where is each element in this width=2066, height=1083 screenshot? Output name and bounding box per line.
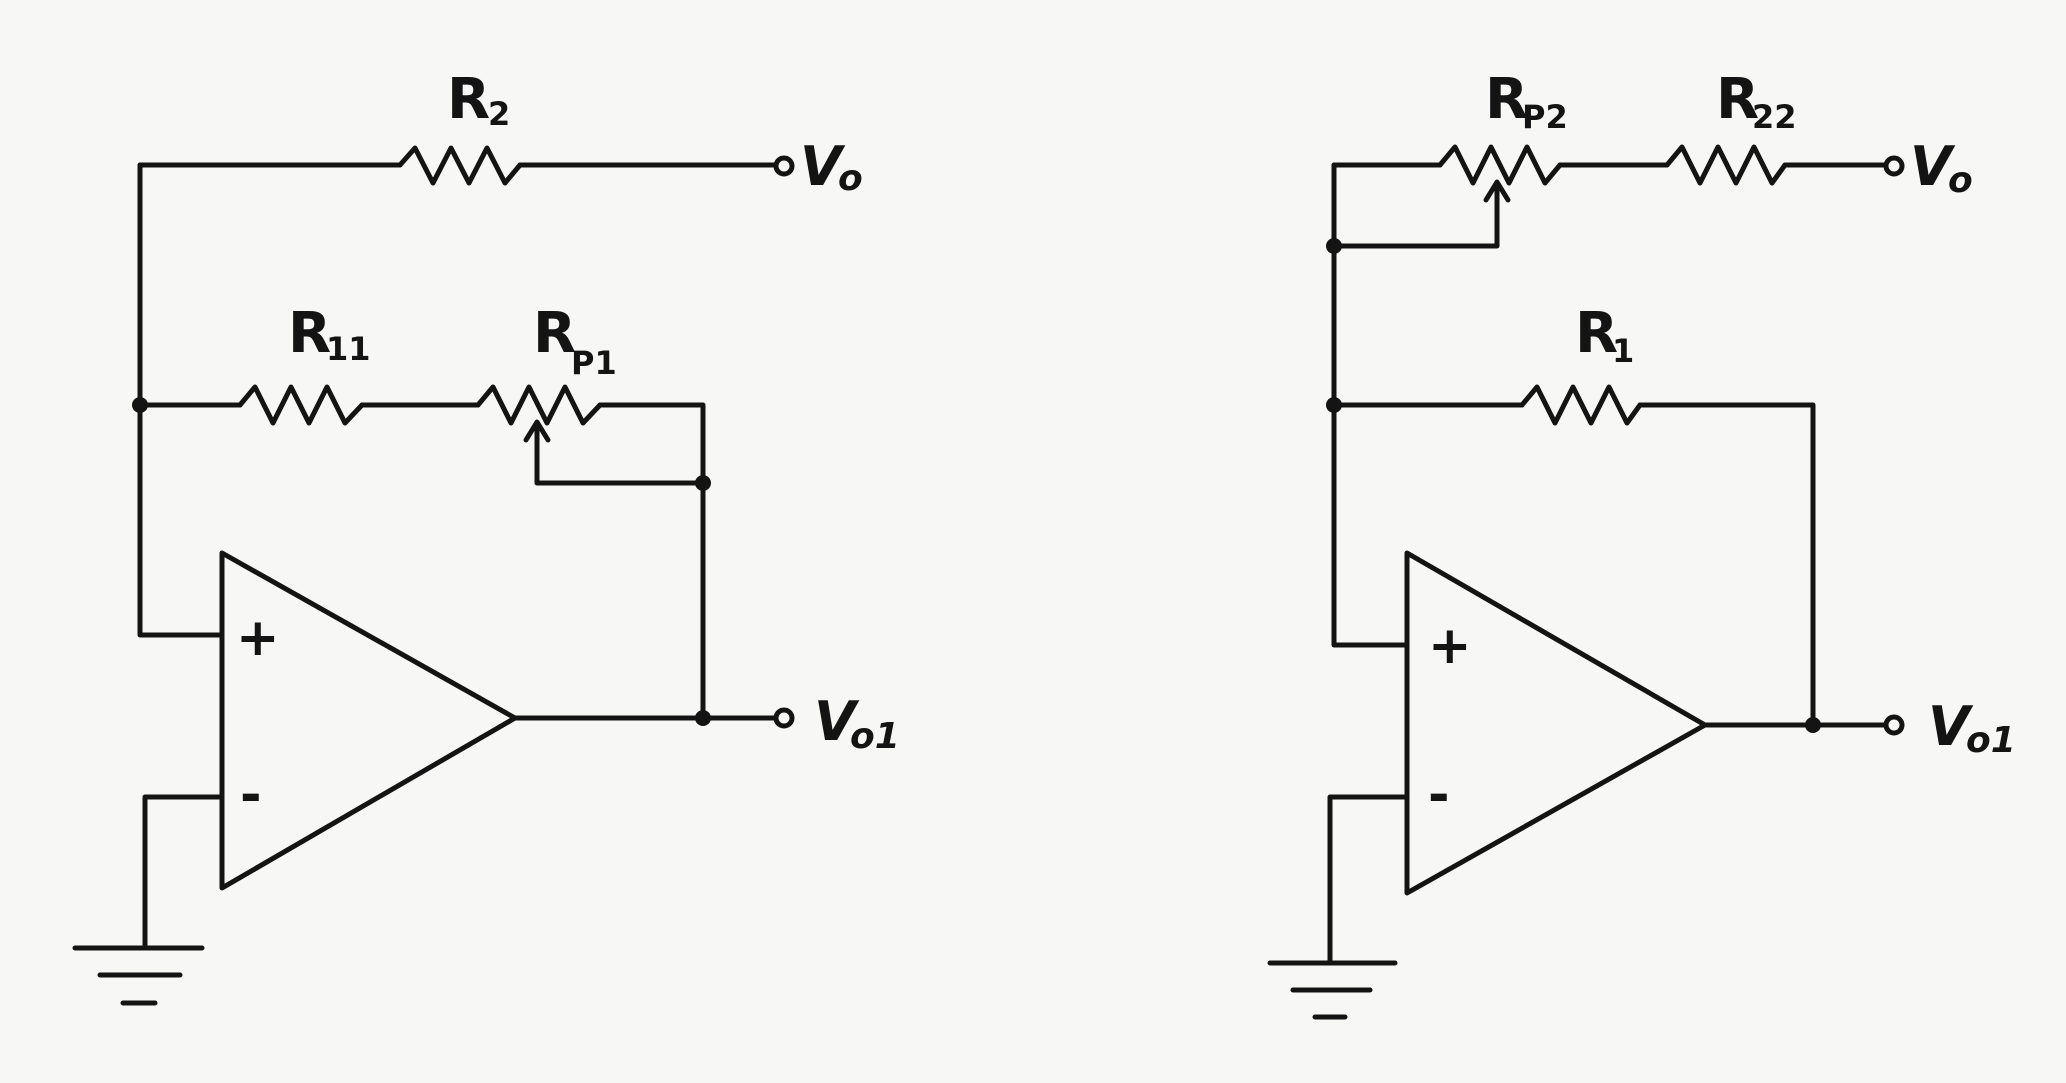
left-r2-subscript: 2 bbox=[488, 95, 510, 133]
left-r11-subscript: 11 bbox=[326, 330, 371, 368]
right-opamp-triangle bbox=[1404, 550, 1708, 896]
right-rp2-wiper-arrow bbox=[1483, 179, 1511, 203]
left-rp1-label: R bbox=[533, 301, 576, 366]
left-rail bbox=[137, 162, 225, 638]
right-r1-wire-right bbox=[1637, 402, 1816, 728]
left-rp1-wire-right bbox=[597, 402, 706, 721]
right-vo1-label: V bbox=[1928, 695, 1974, 758]
left-ground-symbol bbox=[72, 945, 205, 1006]
left-vo-subscript: o bbox=[838, 158, 863, 199]
left-r2-resistor bbox=[397, 145, 523, 186]
right-inverting-sign: - bbox=[1428, 765, 1450, 825]
right-noninverting-sign: + bbox=[1428, 616, 1472, 676]
right-r22-label: R bbox=[1716, 67, 1759, 132]
left-wiper-junction bbox=[695, 475, 711, 491]
left-inverting-sign: - bbox=[240, 765, 262, 825]
right-r22-subscript: 22 bbox=[1752, 98, 1797, 136]
right-rp2-subscript: P2 bbox=[1522, 98, 1568, 136]
left-vo1-subscript: o1 bbox=[850, 716, 900, 757]
left-circuit: R 2 R 11 R P1 V o V o1 + - bbox=[72, 67, 900, 1006]
right-output-junction bbox=[1805, 717, 1821, 733]
right-vo1-terminal bbox=[1883, 714, 1905, 736]
left-rp1-resistor bbox=[475, 384, 603, 426]
right-vo1-subscript: o1 bbox=[1966, 720, 2016, 761]
right-ground-symbol bbox=[1267, 960, 1398, 1020]
left-r11-resistor bbox=[237, 384, 365, 426]
left-output-junction bbox=[695, 710, 711, 726]
left-r11-label: R bbox=[288, 301, 331, 366]
left-vo1-terminal bbox=[773, 707, 795, 729]
right-ground-wire bbox=[1327, 794, 1410, 963]
right-circuit: R P2 R 22 R 1 V o V o1 + - bbox=[1267, 67, 2016, 1020]
left-r2-label: R bbox=[447, 67, 490, 132]
right-rp2-resistor bbox=[1437, 144, 1563, 186]
left-vo-terminal bbox=[773, 155, 795, 177]
left-rp1-subscript: P1 bbox=[571, 344, 617, 382]
right-r1-label: R bbox=[1575, 301, 1618, 366]
right-vo-label: V bbox=[1910, 135, 1956, 198]
right-rp2-wiper bbox=[1331, 180, 1500, 249]
right-r1-subscript: 1 bbox=[1612, 332, 1634, 370]
left-vo1-label: V bbox=[814, 690, 860, 753]
right-vo-terminal bbox=[1883, 155, 1905, 177]
left-noninverting-sign: + bbox=[236, 608, 280, 668]
left-vo-label: V bbox=[800, 135, 846, 198]
left-opamp-triangle bbox=[219, 550, 518, 891]
right-vo-subscript: o bbox=[1948, 160, 1973, 201]
right-r22-resistor bbox=[1664, 144, 1788, 186]
left-ground-wire bbox=[142, 794, 225, 948]
left-rp1-wiper bbox=[534, 420, 706, 486]
right-rail bbox=[1331, 162, 1410, 648]
left-rp1-wiper-arrow bbox=[523, 419, 551, 443]
right-r1-resistor bbox=[1519, 384, 1643, 426]
right-rp2-label: R bbox=[1485, 67, 1528, 132]
